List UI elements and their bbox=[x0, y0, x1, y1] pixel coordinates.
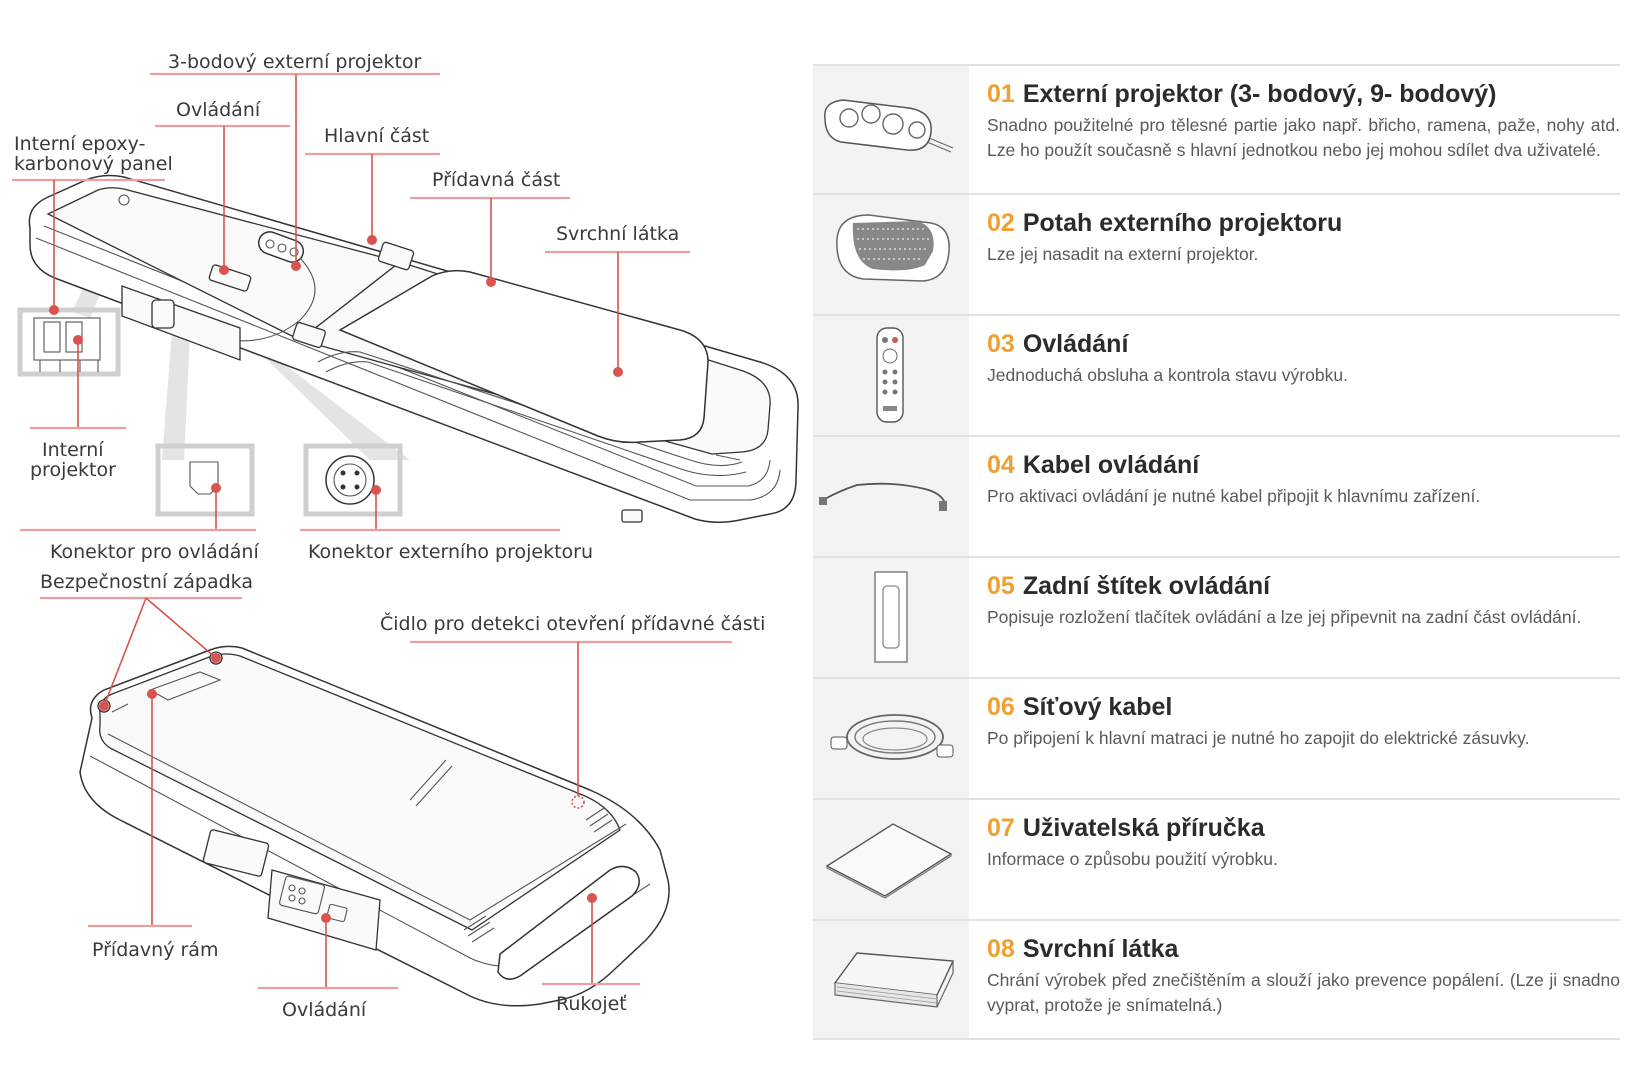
accessory-desc: Snadno použitelné pro tělesné partie jak… bbox=[987, 115, 1620, 160]
top-leaders bbox=[12, 72, 690, 532]
internal-projector-detail bbox=[17, 307, 121, 377]
label-handle: Rukojeť bbox=[556, 993, 627, 1015]
accessory-desc: Informace o způsobu použití výrobku. bbox=[987, 849, 1278, 869]
accessory-desc: Pro aktivaci ovládání je nutné kabel při… bbox=[987, 486, 1481, 506]
label-main-part: Hlavní část bbox=[324, 125, 429, 147]
accessory-desc: Po připojení k hlavní matraci je nutné h… bbox=[987, 728, 1530, 748]
projector-cover-icon bbox=[813, 195, 969, 314]
label-control-connector: Konektor pro ovládání bbox=[50, 541, 259, 563]
label-safety-latch: Bezpečnostní západka bbox=[40, 571, 253, 593]
label-external-projector-3pt: 3-bodový externí projektor bbox=[168, 51, 422, 73]
back-label-icon bbox=[813, 558, 969, 677]
accessory-desc: Popisuje rozložení tlačítek ovládání a l… bbox=[987, 607, 1582, 627]
external-projector-icon bbox=[813, 66, 969, 193]
bottom-device-drawing bbox=[79, 645, 670, 1007]
external-projector-drawing bbox=[229, 231, 316, 342]
label-extra-part: Přídavná část bbox=[432, 169, 560, 191]
label-internal-panel-2: karbonový panel bbox=[14, 153, 173, 175]
accessory-desc: Chrání výrobek před znečištěním a slouží… bbox=[987, 970, 1620, 1015]
control-connector-detail bbox=[155, 443, 255, 517]
user-manual-icon bbox=[813, 800, 969, 919]
label-top-fabric: Svrchní látka bbox=[556, 223, 679, 245]
label-external-connector: Konektor externího projektoru bbox=[308, 541, 593, 563]
label-extra-frame: Přídavný rám bbox=[92, 939, 218, 961]
label-control-bottom: Ovládání bbox=[282, 999, 367, 1021]
control-cable-icon bbox=[813, 437, 969, 556]
bottom-leaders bbox=[40, 596, 732, 990]
external-connector-detail bbox=[303, 443, 403, 517]
top-fabric-icon bbox=[813, 921, 969, 1038]
label-control-top: Ovládání bbox=[176, 99, 261, 121]
label-sensor: Čidlo pro detekci otevření přídavné část… bbox=[380, 611, 765, 635]
label-internal-projector-2: projektor bbox=[30, 459, 116, 481]
label-internal-panel-1: Interní epoxy- bbox=[14, 133, 145, 155]
power-cable-icon bbox=[813, 679, 969, 798]
top-device-drawing bbox=[28, 174, 799, 523]
accessory-desc: Lze jej nasadit na externí projektor. bbox=[987, 244, 1259, 264]
product-diagrams: 3-bodový externí projektor Ovládání Inte… bbox=[12, 51, 799, 1021]
accessory-desc: Jednoduchá obsluha a kontrola stavu výro… bbox=[987, 365, 1348, 385]
label-internal-projector-1: Interní bbox=[42, 439, 104, 461]
remote-control-icon bbox=[813, 316, 969, 435]
